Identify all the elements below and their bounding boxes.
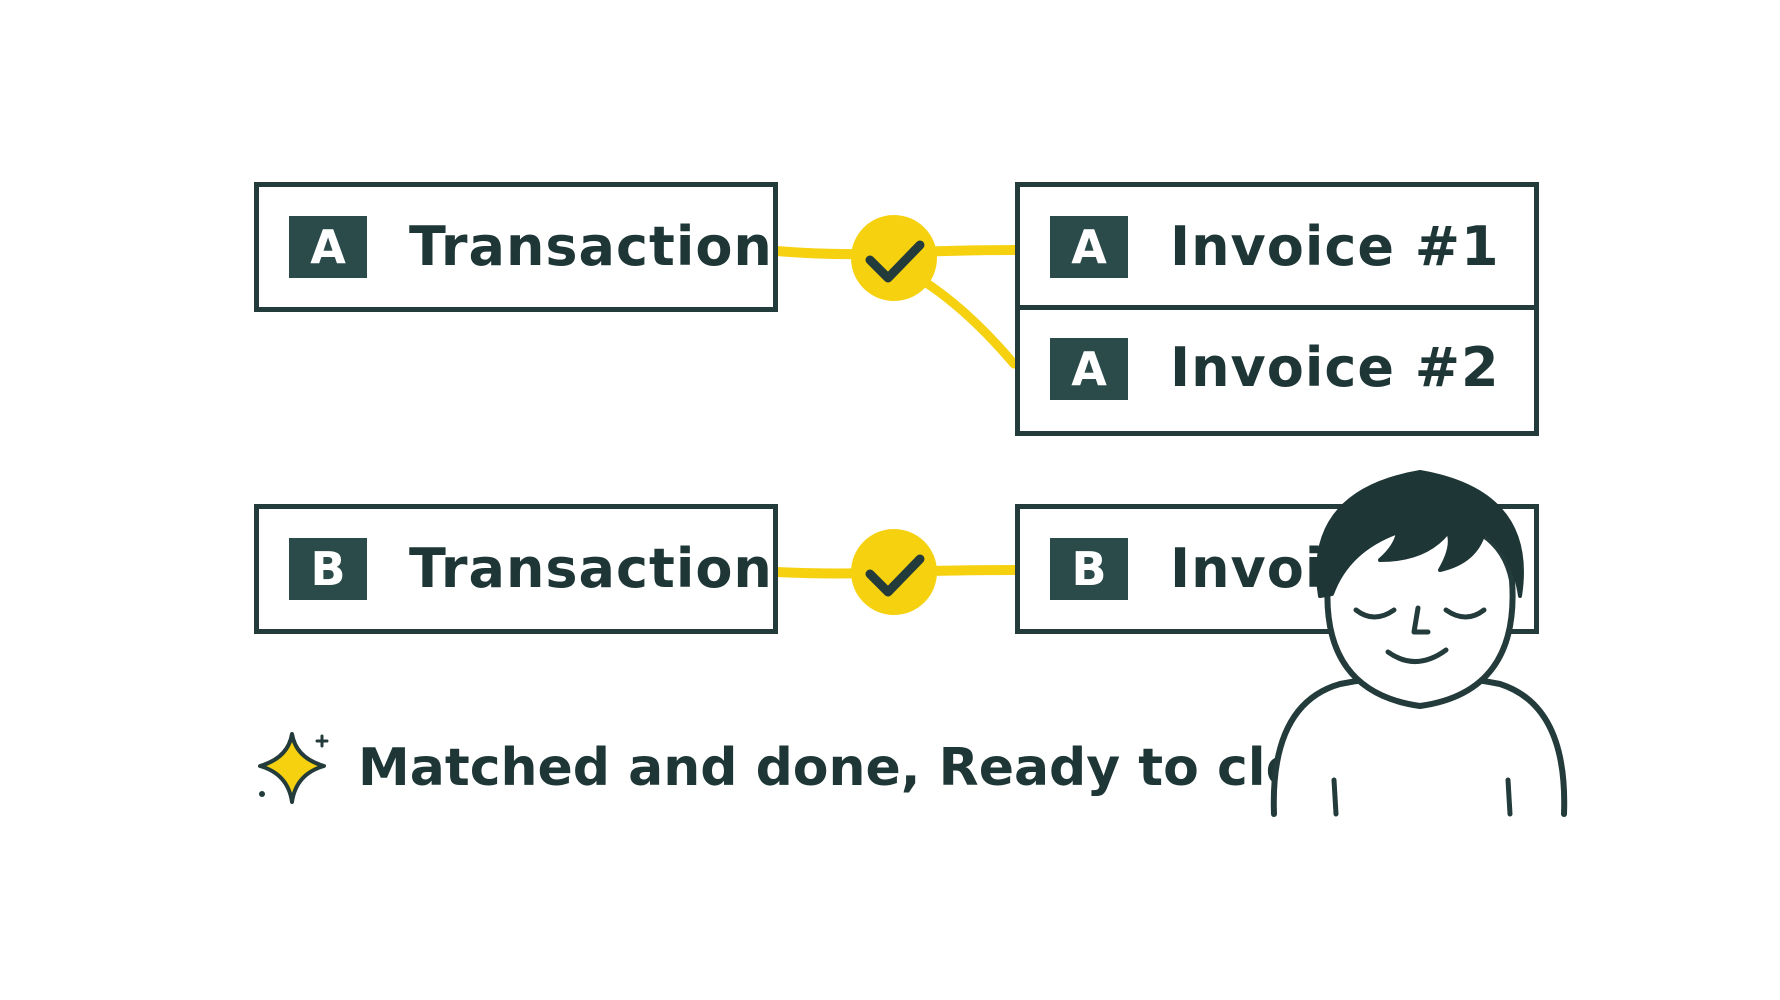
status-line: Matched and done, Ready to close [252, 728, 1368, 808]
left-eye [1353, 607, 1397, 620]
check-marker-a [851, 215, 937, 301]
check-marker-b [851, 529, 937, 615]
check-icon [865, 554, 925, 597]
badge-a: A [1050, 216, 1128, 278]
invoice-box-a2: A Invoice #2 [1015, 308, 1539, 436]
smile [1385, 647, 1449, 664]
invoice-box-a1: A Invoice #1 [1015, 182, 1539, 310]
right-eye [1443, 607, 1487, 620]
transaction-label: Transaction [409, 215, 773, 278]
invoice-label: Invoice #2 [1170, 336, 1500, 399]
badge-a: A [289, 216, 367, 278]
badge-b: B [289, 538, 367, 600]
badge-a: A [1050, 338, 1128, 400]
transaction-box-a: A Transaction [254, 182, 778, 312]
sparkle-icon [258, 732, 329, 804]
check-icon [865, 240, 925, 283]
nose [1411, 605, 1431, 635]
transaction-box-b: B Transaction [254, 504, 778, 634]
badge-b: B [1050, 538, 1128, 600]
status-text: Matched and done, Ready to close [358, 738, 1368, 798]
transaction-label: Transaction [409, 537, 773, 600]
person-avatar [1270, 470, 1568, 817]
invoice-label: Invoice #1 [1170, 215, 1500, 278]
hair [1316, 470, 1524, 598]
